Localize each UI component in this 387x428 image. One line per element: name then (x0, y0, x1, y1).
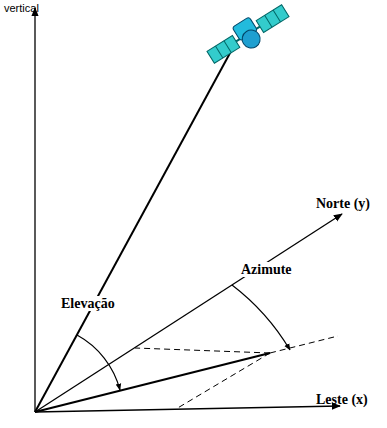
axis-label: vertical (4, 2, 39, 14)
angle-label: Azimute (240, 262, 293, 277)
construction-lines (135, 336, 338, 409)
east-axis (35, 406, 340, 412)
horizontal-projection (35, 353, 270, 412)
angle-label: Elevação (60, 296, 116, 311)
north-axis (35, 214, 342, 412)
axis-label: Norte (y) (316, 196, 370, 211)
azimuth-arc (232, 285, 290, 350)
vertical-axis (34, 8, 35, 412)
elevation-arc (77, 335, 120, 390)
line-of-sight (35, 42, 236, 412)
axis-label: Leste (x) (316, 392, 368, 407)
satellite-icon (203, 0, 293, 70)
